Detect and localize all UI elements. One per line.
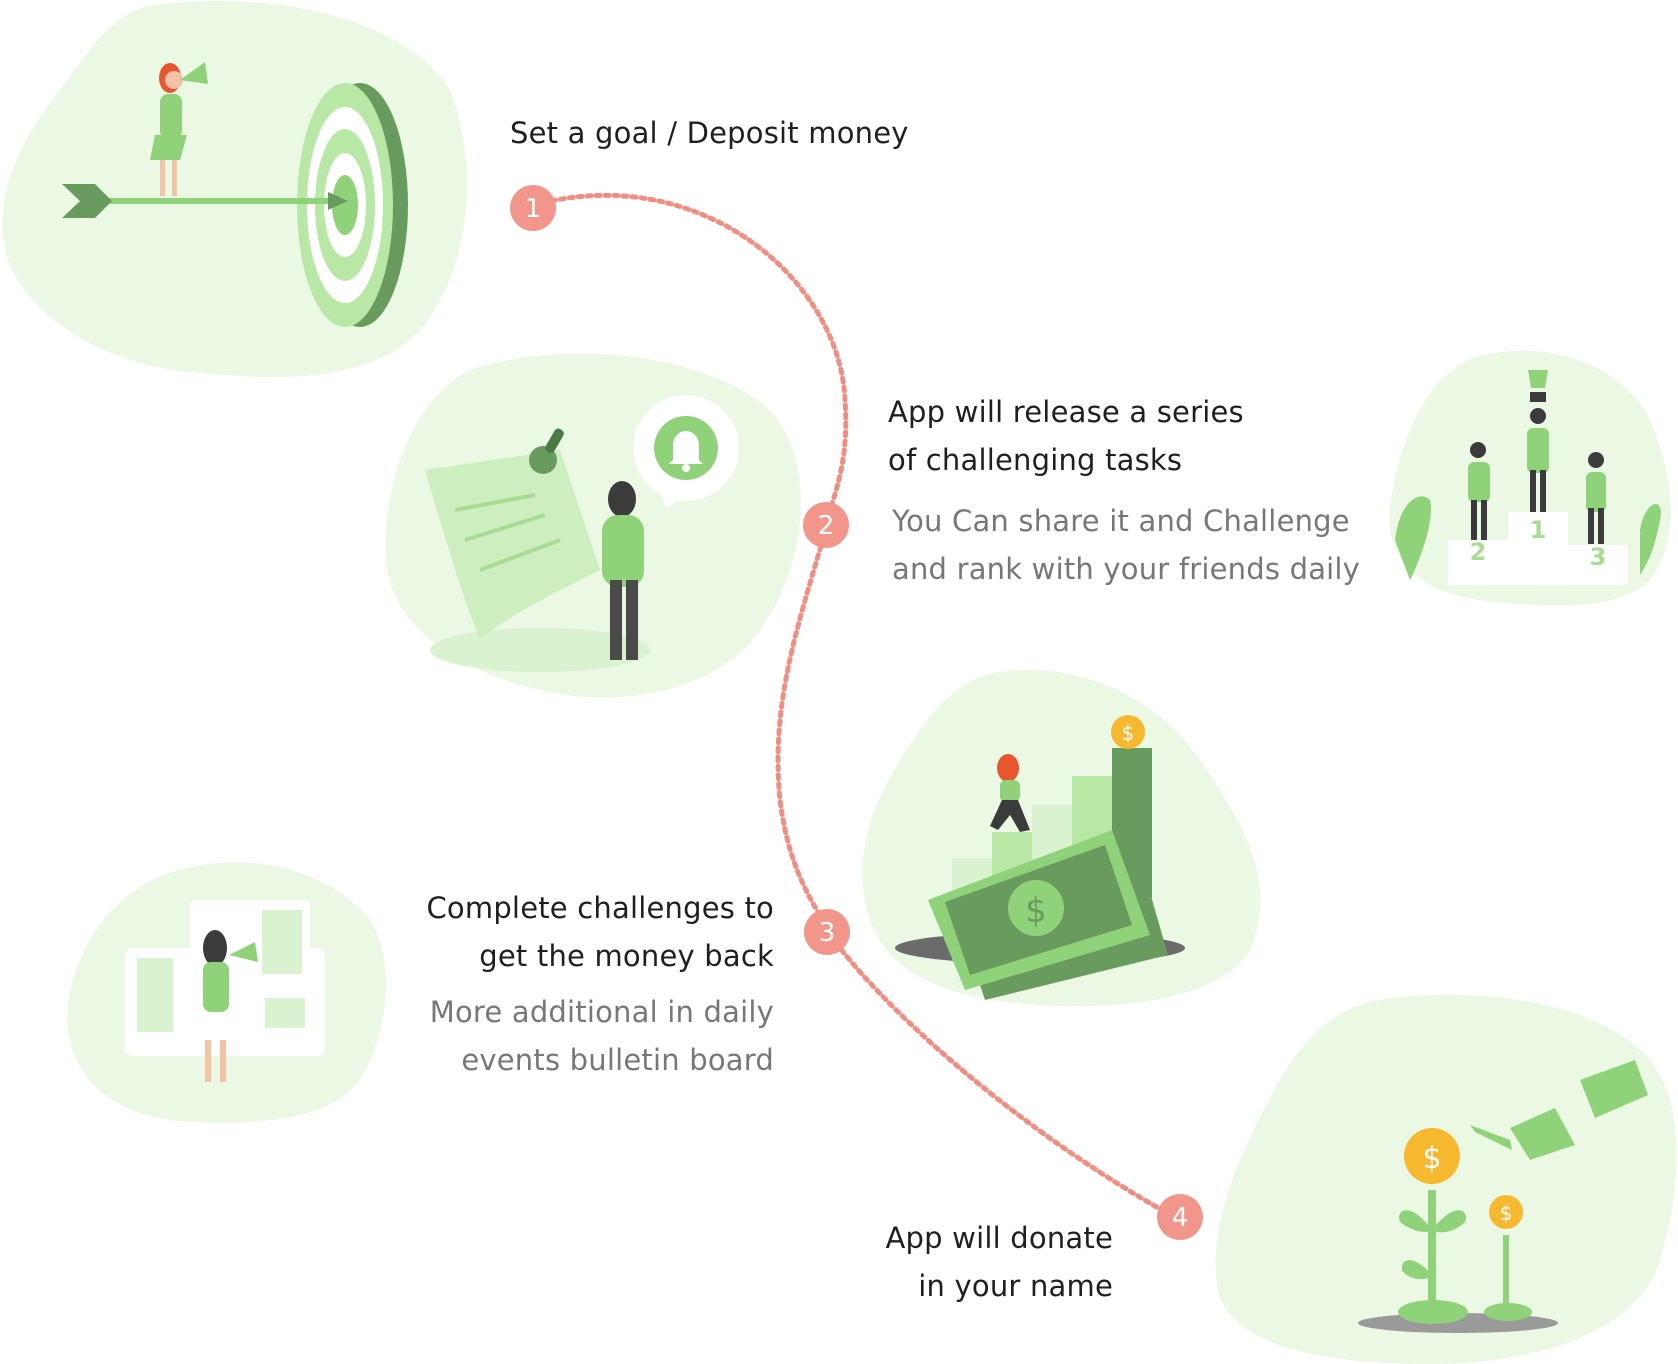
- step-4-title: App will donate in your name: [886, 1214, 1114, 1310]
- money-stairs-illustration: $ $: [895, 715, 1185, 1000]
- podium-place-1: 1: [1530, 516, 1547, 544]
- step-2-title: App will release a series of challenging…: [888, 388, 1244, 484]
- step-3-title-line-2: get the money back: [479, 939, 774, 973]
- step-2-title-line-2: of challenging tasks: [888, 443, 1183, 477]
- step-marker-3: 3: [804, 909, 850, 955]
- banknotes: $: [928, 830, 1168, 1000]
- notification-board-illustration: [425, 395, 739, 672]
- step-4-title-line-1: App will donate: [885, 1221, 1113, 1255]
- running-woman: [990, 754, 1030, 832]
- woman-with-megaphone: [150, 62, 208, 196]
- target-arrow-illustration: [62, 62, 408, 327]
- podium-illustration: 2 1 3: [1395, 370, 1661, 585]
- step-4-title-line-2: in your name: [918, 1269, 1113, 1303]
- step-2-desc-line-1: You Can share it and Challenge: [892, 504, 1350, 538]
- step-number-2: 2: [818, 511, 835, 541]
- step-2-desc-line-2: and rank with your friends daily: [892, 552, 1361, 586]
- step-number-4: 4: [1172, 1203, 1189, 1233]
- podium-place-2: 2: [1470, 538, 1487, 566]
- step-2-description: You Can share it and Challenge and rank …: [892, 497, 1360, 593]
- standing-person: [602, 481, 644, 660]
- woman-with-megaphone-2: [203, 930, 258, 1082]
- step-3-description: More additional in daily events bulletin…: [430, 988, 774, 1084]
- dollar-icon: $: [1025, 891, 1047, 931]
- progress-path: [531, 192, 1183, 1223]
- step-number-1: 1: [525, 194, 542, 224]
- step-1-title: Set a goal / Deposit money: [510, 109, 909, 157]
- step-marker-2: 2: [803, 502, 849, 548]
- step-3-title: Complete challenges to get the money bac…: [426, 884, 774, 980]
- step-number-3: 3: [819, 918, 836, 948]
- watering-can: [1470, 1060, 1648, 1160]
- step-marker-1: 1: [510, 185, 556, 231]
- step-3-title-line-1: Complete challenges to: [426, 891, 774, 925]
- step-marker-4: 4: [1157, 1194, 1203, 1240]
- coin-icon-small: $: [1500, 1201, 1513, 1225]
- bulletin-board-illustration: [125, 900, 325, 1082]
- podium-place-3: 3: [1590, 543, 1607, 571]
- coin-icon: $: [1122, 721, 1135, 745]
- coin-icon-large: $: [1422, 1141, 1441, 1176]
- bell-icon: [669, 431, 703, 472]
- step-3-desc-line-1: More additional in daily: [429, 995, 774, 1029]
- step-2-title-line-1: App will release a series: [888, 395, 1244, 429]
- step-3-desc-line-2: events bulletin board: [461, 1043, 774, 1077]
- money-plant-illustration: $ $: [1358, 1060, 1648, 1333]
- step-1-title-line-1: Set a goal / Deposit money: [510, 116, 909, 150]
